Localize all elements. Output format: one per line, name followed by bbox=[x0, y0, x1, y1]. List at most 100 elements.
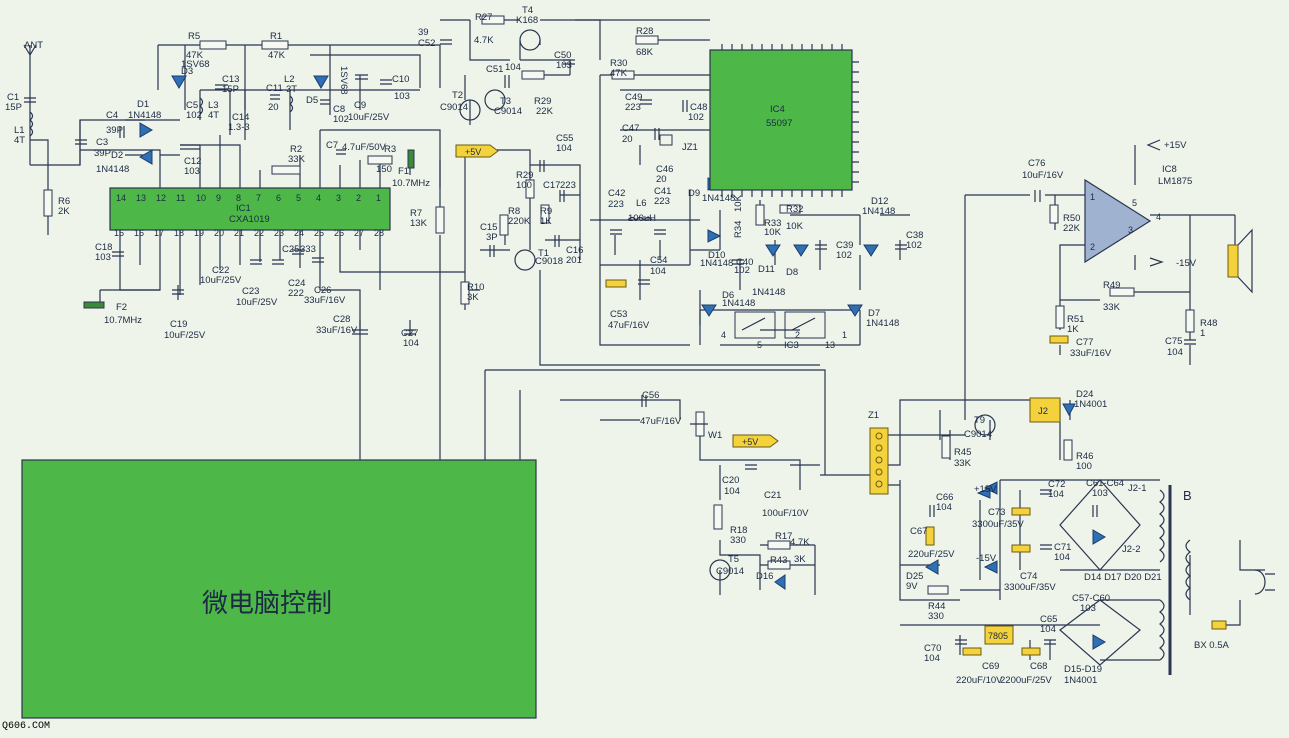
svg-text:C9018: C9018 bbox=[535, 256, 563, 267]
svg-text:28: 28 bbox=[374, 228, 384, 238]
ic4-label: IC4 bbox=[770, 104, 785, 115]
svg-text:12: 12 bbox=[156, 193, 166, 203]
svg-text:20: 20 bbox=[622, 134, 633, 145]
z1-connector bbox=[869, 427, 889, 495]
svg-text:9V: 9V bbox=[906, 581, 918, 592]
ic4-pins bbox=[721, 44, 859, 197]
svg-text:R30: R30 bbox=[610, 58, 627, 69]
svg-text:C65: C65 bbox=[1040, 614, 1057, 625]
svg-text:104: 104 bbox=[924, 653, 940, 664]
mcu-block bbox=[21, 459, 537, 719]
svg-text:C9: C9 bbox=[354, 100, 366, 111]
svg-text:33uF/16V: 33uF/16V bbox=[1070, 348, 1112, 359]
svg-text:68K: 68K bbox=[636, 47, 654, 58]
svg-text:102: 102 bbox=[333, 114, 349, 125]
svg-text:F1: F1 bbox=[398, 166, 409, 177]
svg-text:C28: C28 bbox=[333, 314, 350, 325]
svg-text:D2: D2 bbox=[111, 150, 123, 161]
svg-text:C42: C42 bbox=[608, 188, 625, 199]
svg-text:1N4148: 1N4148 bbox=[96, 164, 129, 175]
svg-text:D1: D1 bbox=[137, 99, 149, 110]
svg-text:10.7MHz: 10.7MHz bbox=[104, 315, 142, 326]
svg-text:39P: 39P bbox=[106, 125, 123, 136]
svg-text:BX 0.5A: BX 0.5A bbox=[1194, 640, 1230, 651]
svg-text:220K: 220K bbox=[508, 216, 531, 227]
svg-text:R45: R45 bbox=[954, 447, 971, 458]
svg-text:100: 100 bbox=[1076, 461, 1092, 472]
svg-text:R43: R43 bbox=[770, 555, 787, 566]
svg-text:R48: R48 bbox=[1200, 318, 1217, 329]
svg-text:C14: C14 bbox=[232, 112, 249, 123]
svg-text:C9014: C9014 bbox=[440, 102, 468, 113]
svg-text:20: 20 bbox=[268, 102, 279, 113]
svg-text:7: 7 bbox=[256, 193, 261, 203]
svg-text:102: 102 bbox=[186, 110, 202, 121]
svg-text:C53: C53 bbox=[610, 309, 627, 320]
minus15-arrow bbox=[1149, 257, 1164, 267]
transistors bbox=[459, 29, 996, 581]
svg-text:26: 26 bbox=[334, 228, 344, 238]
svg-text:C71: C71 bbox=[1054, 542, 1071, 553]
svg-text:R29: R29 bbox=[516, 170, 533, 181]
svg-text:16: 16 bbox=[134, 228, 144, 238]
crystal-jz1 bbox=[659, 134, 673, 146]
svg-text:10K: 10K bbox=[733, 194, 744, 212]
svg-text:17: 17 bbox=[154, 228, 164, 238]
svg-text:33uF/16V: 33uF/16V bbox=[316, 325, 358, 336]
ic3-pin-5: 5 bbox=[757, 340, 762, 350]
svg-text:9: 9 bbox=[216, 193, 221, 203]
op-pin-1: 1 bbox=[1090, 192, 1095, 202]
svg-text:47uF/16V: 47uF/16V bbox=[608, 320, 650, 331]
svg-text:Z1: Z1 bbox=[868, 410, 879, 421]
svg-text:103: 103 bbox=[556, 60, 572, 71]
svg-text:4T: 4T bbox=[14, 135, 25, 146]
regulator-part: 7805 bbox=[988, 631, 1008, 641]
svg-text:10: 10 bbox=[196, 193, 206, 203]
crystal-f2 bbox=[83, 301, 105, 309]
svg-text:223: 223 bbox=[654, 196, 670, 207]
svg-text:C12: C12 bbox=[184, 156, 201, 167]
svg-text:C11: C11 bbox=[266, 83, 283, 94]
plus5-tag-2 bbox=[732, 434, 779, 448]
svg-text:330: 330 bbox=[928, 611, 944, 622]
svg-text:R29: R29 bbox=[534, 96, 551, 107]
svg-text:39P: 39P bbox=[94, 148, 111, 159]
svg-text:R10: R10 bbox=[467, 282, 484, 293]
svg-text:22K: 22K bbox=[536, 106, 554, 117]
svg-text:C20: C20 bbox=[722, 475, 739, 486]
ic3-switch-a bbox=[734, 311, 776, 339]
svg-text:100uH: 100uH bbox=[628, 213, 656, 224]
svg-text:-15V: -15V bbox=[976, 553, 997, 564]
svg-text:R28: R28 bbox=[636, 26, 653, 37]
svg-text:19: 19 bbox=[194, 228, 204, 238]
svg-text:R1: R1 bbox=[270, 31, 282, 42]
svg-text:C9014: C9014 bbox=[964, 429, 992, 440]
speaker-icon bbox=[1237, 228, 1253, 294]
svg-text:R2: R2 bbox=[290, 144, 302, 155]
ic1-chip bbox=[109, 187, 391, 231]
svg-text:D11: D11 bbox=[758, 264, 775, 275]
svg-text:C1: C1 bbox=[7, 92, 19, 103]
svg-text:13: 13 bbox=[136, 193, 146, 203]
svg-text:8: 8 bbox=[236, 193, 241, 203]
svg-text:+15V: +15V bbox=[1164, 140, 1187, 151]
ic8-label: IC8 bbox=[1162, 164, 1177, 175]
svg-text:C3: C3 bbox=[96, 137, 108, 148]
svg-text:C49: C49 bbox=[625, 92, 642, 103]
svg-text:C21: C21 bbox=[764, 490, 781, 501]
svg-text:D5: D5 bbox=[306, 95, 318, 106]
svg-text:T1: T1 bbox=[538, 248, 549, 259]
plug-icon bbox=[1254, 569, 1275, 595]
ic1-label: IC1 bbox=[236, 203, 251, 214]
svg-text:103: 103 bbox=[95, 252, 111, 263]
svg-text:C76: C76 bbox=[1028, 158, 1045, 169]
svg-text:201: 201 bbox=[566, 255, 582, 266]
svg-text:-15V: -15V bbox=[1176, 258, 1197, 269]
svg-text:150: 150 bbox=[376, 164, 392, 175]
svg-text:C75: C75 bbox=[1165, 336, 1182, 347]
svg-text:103: 103 bbox=[184, 166, 200, 177]
svg-text:C23: C23 bbox=[242, 286, 259, 297]
svg-text:C13: C13 bbox=[222, 74, 239, 85]
svg-text:R51: R51 bbox=[1067, 314, 1084, 325]
